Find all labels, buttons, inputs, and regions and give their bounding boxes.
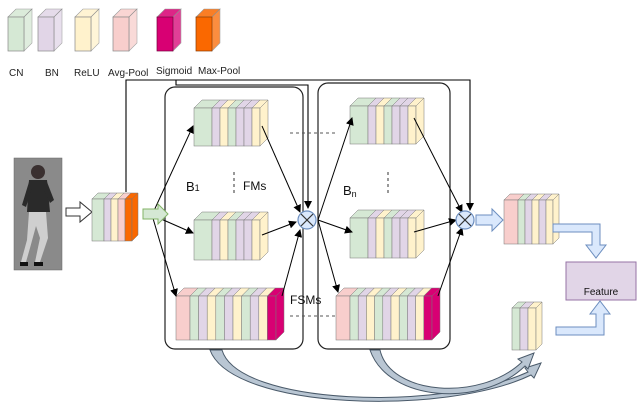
output-stack-bottom: [511, 301, 543, 351]
legend-swatch-bn: [37, 8, 63, 52]
arrow-to-b1: [142, 202, 169, 226]
bn-top-stack: [349, 97, 425, 145]
input-arrow: [65, 200, 93, 224]
bn-mid-stack: [349, 209, 425, 259]
bn-fsm-stack: [335, 287, 441, 341]
fsms-label: FSMs: [290, 293, 321, 307]
feature-box: [565, 261, 637, 301]
fms-label: FMs: [243, 179, 266, 193]
block-bn: [317, 82, 451, 350]
legend-label-relu: ReLU: [74, 68, 100, 79]
legend-swatch-avgpool: [112, 8, 138, 52]
arrow-to-feature-bottom: [555, 300, 612, 336]
legend-label-maxpool: Max-Pool: [198, 66, 241, 77]
block-bn-arrows: [317, 117, 464, 297]
b1-top-stack: [193, 99, 269, 147]
skip-line-inner: [175, 80, 312, 209]
block-b1-label: B1: [186, 179, 200, 194]
legend-swatch-maxpool: [195, 8, 221, 52]
skip-line-outer: [125, 79, 474, 211]
legend-label-cn: CN: [9, 68, 24, 79]
block-bn-label: Bn: [343, 183, 357, 199]
input-feature-stack: [91, 192, 139, 242]
legend-label-bn: BN: [45, 68, 59, 79]
legend-label-avgpool: Avg-Pool: [108, 68, 149, 79]
b1-mid-stack: [193, 211, 269, 261]
block-b1-arrows: [151, 125, 303, 297]
legend: [7, 8, 221, 52]
arrow-to-feature-top: [552, 223, 608, 259]
output-stack-top: [503, 193, 560, 245]
feature-label: Feature: [584, 287, 619, 298]
arrow-to-output: [475, 207, 504, 233]
pedestrian-photo: [13, 157, 63, 271]
legend-swatch-cn: [7, 8, 33, 52]
curved-arrow-bn: [369, 349, 535, 395]
legend-swatch-relu: [74, 8, 100, 52]
legend-label-sigmoid: Sigmoid: [156, 66, 193, 77]
circle-x-icon: [297, 210, 317, 230]
b1-fsm-stack: [175, 287, 285, 341]
circle-x-icon: [455, 210, 475, 230]
legend-swatch-sigmoid: [156, 8, 182, 52]
curved-arrow-b1: [209, 349, 542, 402]
